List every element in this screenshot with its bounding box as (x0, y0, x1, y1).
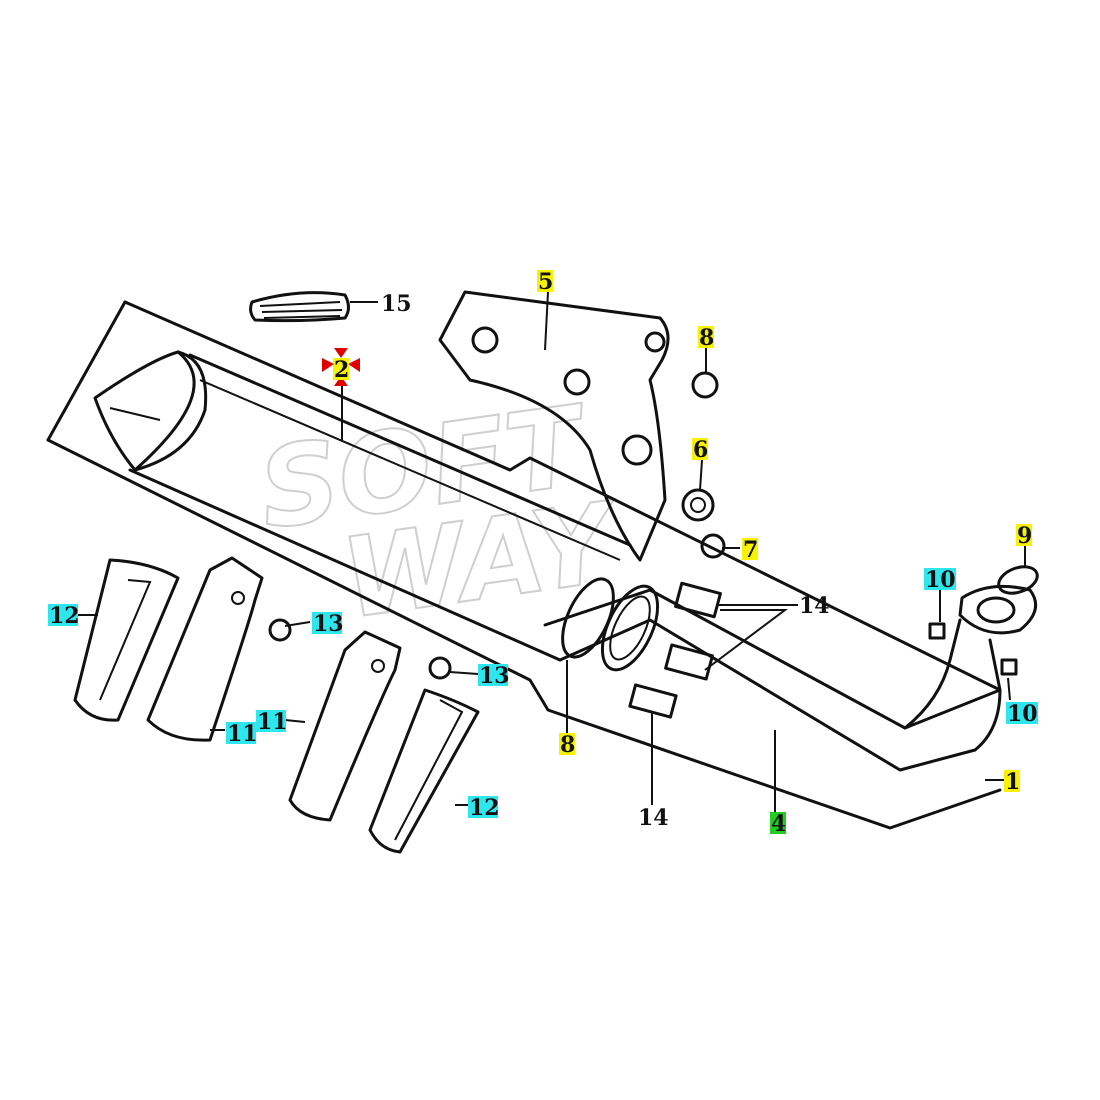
callout-label: 14 (638, 805, 669, 831)
callout-c7[interactable]: 7 (742, 537, 758, 563)
callout-highlight (698, 326, 714, 348)
callout-highlight (770, 812, 786, 834)
pin-14c[interactable] (628, 683, 678, 719)
mesh-insulator[interactable] (249, 291, 350, 323)
callout-c1[interactable]: 1 (1004, 769, 1020, 795)
callout-label: 11 (227, 721, 258, 747)
callout-label: 10 (925, 567, 956, 593)
selection-marker (322, 348, 360, 386)
pin-14a[interactable] (674, 581, 722, 619)
callout-label: 10 (1007, 701, 1038, 727)
bolt-13b[interactable] (428, 656, 452, 680)
callout-c14a[interactable]: 14 (799, 593, 830, 619)
bolt-8[interactable] (691, 371, 719, 399)
callout-c6[interactable]: 6 (692, 437, 708, 463)
callout-highlight (333, 358, 349, 380)
callout-c10b[interactable]: 10 (1006, 701, 1038, 727)
callout-highlight (742, 538, 758, 560)
callout-c5[interactable]: 5 (537, 269, 553, 295)
callout-c11b[interactable]: 11 (256, 709, 288, 735)
callout-c8b[interactable]: 8 (559, 732, 575, 758)
callouts: 15 5 2 8 6 7 9 10 14 12 13 13 10 11 11 8… (48, 269, 1038, 837)
flange-9[interactable] (958, 562, 1041, 635)
callout-label: 8 (560, 732, 575, 758)
bolt-10b[interactable] (1000, 658, 1018, 676)
callout-highlight (1004, 770, 1020, 792)
pin-14b[interactable] (664, 643, 714, 681)
callout-c10a[interactable]: 10 (924, 567, 956, 593)
callout-c12a[interactable]: 12 (48, 603, 80, 629)
gasket-3b[interactable] (591, 578, 669, 678)
watermark: SOFT WAY (251, 380, 630, 644)
callout-highlight (256, 710, 286, 732)
callout-label: 6 (693, 437, 708, 463)
clamp-band-11a[interactable] (146, 556, 264, 742)
callout-highlight (226, 722, 256, 744)
nut-7[interactable] (700, 533, 726, 559)
callout-label: 14 (799, 593, 830, 619)
clamp-band-11b[interactable] (288, 630, 402, 822)
callout-c4[interactable]: 4 (770, 811, 786, 837)
callout-c13b[interactable]: 13 (478, 663, 510, 689)
callout-label: 7 (743, 537, 758, 563)
callout-c8a[interactable]: 8 (698, 325, 714, 351)
callout-label: 11 (257, 709, 288, 735)
callout-label: 8 (699, 325, 714, 351)
callout-label: 1 (1005, 769, 1020, 795)
callout-highlight (312, 612, 342, 634)
callout-label: 5 (538, 269, 553, 295)
heat-shield[interactable] (438, 290, 670, 562)
nut-6[interactable] (681, 488, 715, 522)
callout-c12b[interactable]: 12 (468, 795, 500, 821)
callout-label: 12 (49, 603, 80, 629)
callout-label: 12 (469, 795, 500, 821)
callout-c14b[interactable]: 14 (638, 805, 669, 831)
callout-highlight (692, 438, 708, 460)
callout-label: 13 (313, 611, 344, 637)
callout-label: 9 (1017, 523, 1032, 549)
leader-lines (75, 291, 1026, 815)
callout-label: 2 (334, 357, 349, 383)
callout-highlight (537, 270, 553, 292)
callout-label: 13 (479, 663, 510, 689)
callout-label: 15 (381, 291, 412, 317)
bolt-10a[interactable] (928, 622, 946, 640)
callout-label: 4 (771, 811, 786, 837)
callout-c11a[interactable]: 11 (226, 721, 258, 747)
callout-highlight (478, 664, 508, 686)
callout-c15[interactable]: 15 (381, 291, 412, 317)
callout-highlight (1016, 524, 1032, 546)
clamp-band-12b[interactable] (368, 688, 480, 854)
callout-highlight (48, 604, 78, 626)
callout-c2[interactable]: 2 (333, 357, 349, 383)
callout-highlight (1006, 702, 1038, 724)
callout-c13a[interactable]: 13 (312, 611, 344, 637)
callout-highlight (559, 733, 575, 755)
muffler-assembly[interactable] (46, 300, 1002, 830)
clamp-band-12a[interactable] (73, 558, 180, 722)
bolt-13a[interactable] (268, 618, 292, 642)
callout-highlight (924, 568, 956, 590)
callout-c9[interactable]: 9 (1016, 523, 1032, 549)
callout-highlight (468, 796, 498, 818)
